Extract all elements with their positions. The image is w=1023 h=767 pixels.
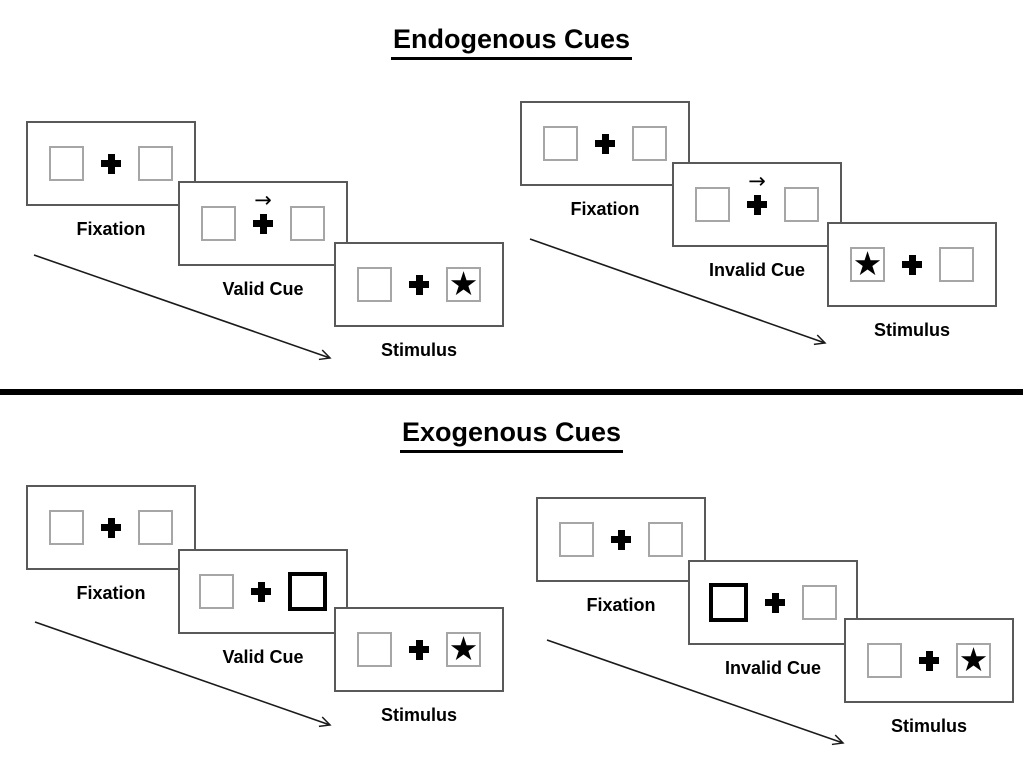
left-placeholder-box xyxy=(543,126,578,161)
left-placeholder-box xyxy=(695,187,730,222)
fixation-cross-icon xyxy=(747,194,767,215)
left-placeholder-box xyxy=(559,522,594,557)
step-label-fixation: Fixation xyxy=(76,219,146,239)
stimulus-panel: ★ xyxy=(334,242,504,327)
step-label-invalid-cue: Invalid Cue xyxy=(708,260,806,280)
fixation-cross-icon xyxy=(595,133,615,154)
fixation-cross-icon xyxy=(919,650,939,671)
left-highlight-box xyxy=(709,583,748,622)
left-placeholder-box xyxy=(49,146,84,181)
fixation-cross-icon xyxy=(101,517,121,538)
fixation-panel xyxy=(520,101,690,186)
right-placeholder-box xyxy=(632,126,667,161)
step-label-valid-cue: Valid Cue xyxy=(222,279,304,299)
right-target-box: ★ xyxy=(446,267,481,302)
step-label-stimulus: Stimulus xyxy=(873,320,950,340)
fixation-cross-icon xyxy=(611,529,631,550)
stimulus-panel: ★ xyxy=(844,618,1014,703)
fixation-cross-icon xyxy=(409,639,429,660)
invalid-cue-panel: → xyxy=(672,162,842,247)
target-star-icon: ★ xyxy=(448,629,479,668)
left-placeholder-box xyxy=(49,510,84,545)
stimulus-panel: ★ xyxy=(827,222,997,307)
cue-arrow-right-icon: → xyxy=(254,187,272,212)
step-label-stimulus: Stimulus xyxy=(380,705,457,725)
fixation-panel xyxy=(26,485,196,570)
stimulus-panel: ★ xyxy=(334,607,504,692)
fixation-cross-icon xyxy=(253,213,273,234)
valid-cue-panel: → xyxy=(178,181,348,266)
target-star-icon: ★ xyxy=(852,244,883,283)
left-target-box: ★ xyxy=(850,247,885,282)
section-title-endogenous: Endogenous Cues xyxy=(0,24,1023,60)
right-target-box: ★ xyxy=(446,632,481,667)
right-placeholder-box xyxy=(138,510,173,545)
right-placeholder-box xyxy=(290,206,325,241)
step-label-valid-cue: Valid Cue xyxy=(222,647,304,667)
time-arrow-exogenous-invalid xyxy=(546,639,845,746)
fixation-cross-icon xyxy=(101,153,121,174)
valid-cue-panel xyxy=(178,549,348,634)
cue-arrow-right-icon: → xyxy=(748,168,766,193)
step-label-stimulus: Stimulus xyxy=(380,340,457,360)
right-placeholder-box xyxy=(138,146,173,181)
left-placeholder-box xyxy=(357,632,392,667)
fixation-panel xyxy=(26,121,196,206)
right-placeholder-box xyxy=(648,522,683,557)
right-highlight-box xyxy=(288,572,327,611)
section-divider xyxy=(0,389,1023,395)
step-label-fixation: Fixation xyxy=(586,595,656,615)
time-arrow-exogenous-valid xyxy=(34,621,332,728)
section-title-text: Endogenous Cues xyxy=(390,24,632,60)
time-arrow-endogenous-invalid xyxy=(529,238,827,346)
target-star-icon: ★ xyxy=(448,264,479,303)
section-title-exogenous: Exogenous Cues xyxy=(0,417,1023,453)
target-star-icon: ★ xyxy=(958,640,989,679)
invalid-cue-panel xyxy=(688,560,858,645)
fixation-cross-icon xyxy=(251,581,271,602)
fixation-cross-icon xyxy=(765,592,785,613)
left-placeholder-box xyxy=(867,643,902,678)
step-label-fixation: Fixation xyxy=(570,199,640,219)
step-label-invalid-cue: Invalid Cue xyxy=(724,658,822,678)
step-label-fixation: Fixation xyxy=(76,583,146,603)
fixation-cross-icon xyxy=(902,254,922,275)
fixation-panel xyxy=(536,497,706,582)
section-title-text: Exogenous Cues xyxy=(399,417,624,453)
fixation-cross-icon xyxy=(409,274,429,295)
time-arrow-endogenous-valid xyxy=(33,254,332,361)
right-placeholder-box xyxy=(784,187,819,222)
left-placeholder-box xyxy=(357,267,392,302)
right-placeholder-box xyxy=(802,585,837,620)
step-label-stimulus: Stimulus xyxy=(890,716,967,736)
right-placeholder-box xyxy=(939,247,974,282)
right-target-box: ★ xyxy=(956,643,991,678)
left-placeholder-box xyxy=(199,574,234,609)
left-placeholder-box xyxy=(201,206,236,241)
